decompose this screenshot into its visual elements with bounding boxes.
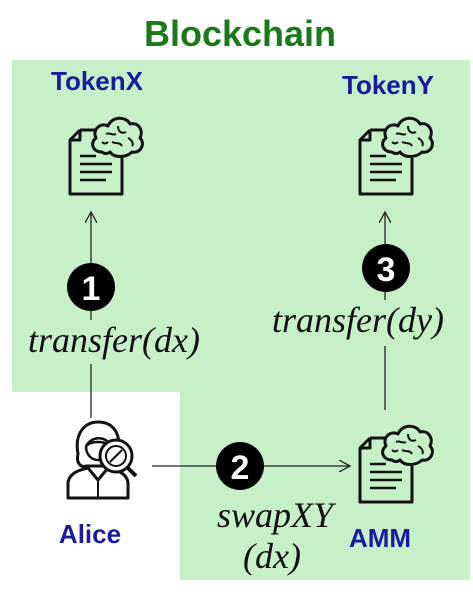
token-y-label: TokenY [342,70,434,100]
user-magnifier-icon [66,420,138,500]
step-3-label-bg [262,300,457,346]
step-3-badge: 3 [362,244,410,292]
amm-label: AMM [349,523,411,553]
step-1-label: transfer(dx) [28,320,200,360]
step-1-number: 1 [82,270,101,308]
step-1-label-bg [20,320,210,364]
blockchain-region [12,60,470,580]
step-3-number: 3 [377,251,396,289]
step-2-badge: 2 [216,442,264,490]
step-2-label-line1: swapXY [217,495,337,535]
step-1-badge: 1 [67,263,115,311]
token-x-label: TokenX [51,66,144,96]
step-3-label: transfer(dy) [272,300,444,340]
step-2-label-line2: (dx) [243,536,301,576]
alice-label: Alice [59,519,121,549]
step-2-number: 2 [231,449,250,487]
diagram-title: Blockchain [144,13,336,54]
